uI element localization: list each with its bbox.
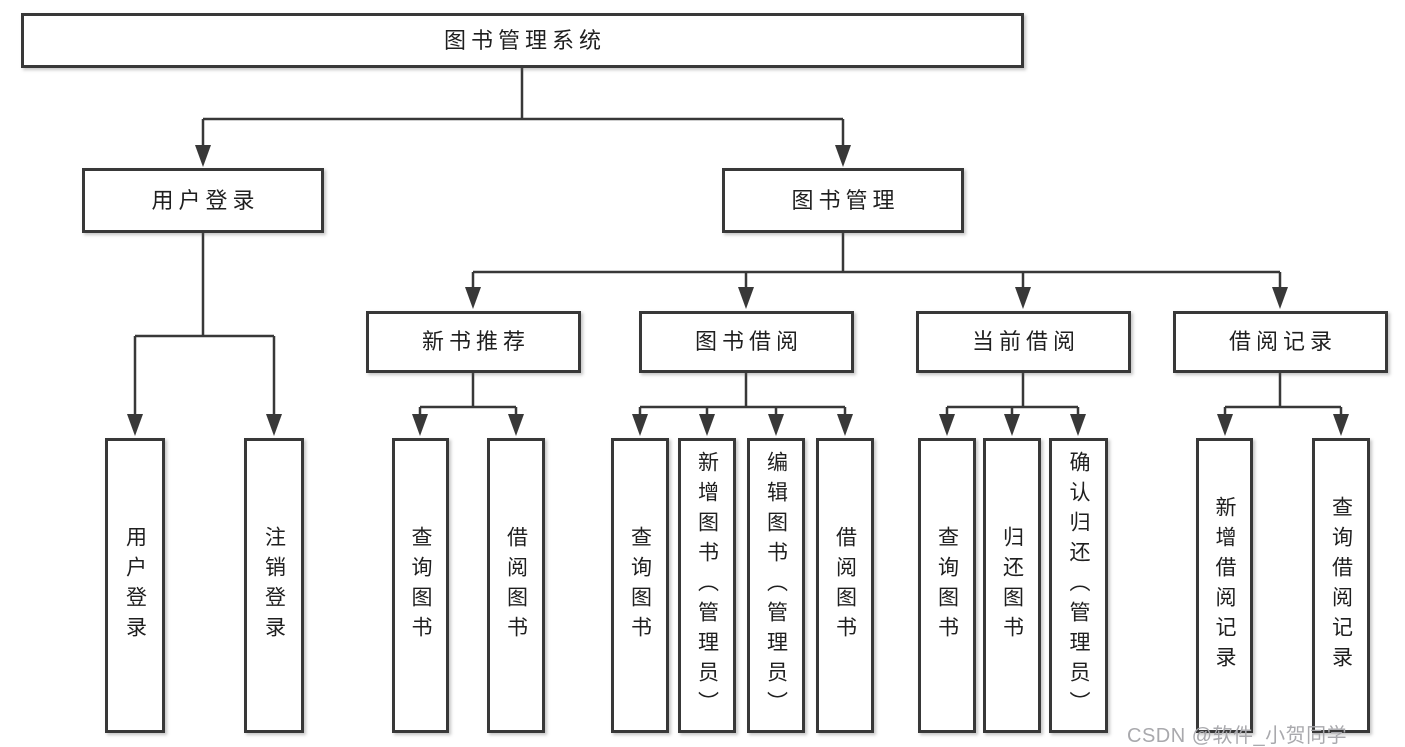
arrowhead-icon — [1333, 414, 1349, 436]
node-label: 用户登录 — [151, 187, 260, 213]
arrowhead-icon — [127, 414, 143, 436]
leaf-current-confirm-return-admin: 确认归还（管理员） — [1049, 438, 1108, 733]
node-label: 注销登录 — [262, 525, 287, 646]
arrowhead-icon — [738, 287, 754, 309]
arrowhead-icon — [632, 414, 648, 436]
arrowhead-icon — [508, 414, 524, 436]
leaf-borrowing-query-books: 查询图书 — [611, 438, 669, 733]
leaf-user-login: 用户登录 — [105, 438, 165, 733]
connector-line — [1223, 373, 1343, 420]
leaf-borrowing-borrow-books: 借阅图书 — [816, 438, 874, 733]
arrowhead-icon — [1004, 414, 1020, 436]
node-label: 归还图书 — [1000, 525, 1025, 646]
leaf-borrowing-add-books-admin: 新增图书（管理员） — [678, 438, 736, 733]
node-label: 图书借阅 — [694, 329, 803, 354]
node-current-borrowing: 当前借阅 — [916, 311, 1131, 373]
connector-line — [418, 373, 518, 420]
node-label: 新书推荐 — [421, 329, 530, 354]
node-label: 图书管理系统 — [443, 27, 606, 53]
arrowhead-icon — [1015, 287, 1031, 309]
node-library-system: 图书管理系统 — [21, 13, 1024, 68]
arrowhead-icon — [465, 287, 481, 309]
node-book-borrowing: 图书借阅 — [639, 311, 854, 373]
arrowhead-icon — [699, 414, 715, 436]
arrowhead-icon — [768, 414, 784, 436]
connector-line — [133, 233, 276, 420]
node-label: 用户登录 — [123, 525, 148, 646]
node-label: 查询图书 — [935, 525, 960, 646]
node-book-management: 图书管理 — [722, 168, 964, 233]
node-label: 查询借阅记录 — [1329, 495, 1354, 676]
node-label: 确认归还（管理员） — [1067, 450, 1091, 721]
node-label: 图书管理 — [791, 187, 900, 213]
connector-line — [945, 373, 1080, 420]
connector-line — [201, 68, 845, 150]
arrowhead-icon — [837, 414, 853, 436]
arrowhead-icon — [195, 145, 211, 167]
leaf-current-return-books: 归还图书 — [983, 438, 1041, 733]
node-user-login: 用户登录 — [82, 168, 324, 233]
connector-line — [638, 373, 847, 420]
leaf-recommend-borrow-books: 借阅图书 — [487, 438, 545, 733]
node-label: 借阅图书 — [833, 525, 858, 646]
node-label: 新增图书（管理员） — [695, 450, 720, 721]
leaf-borrowing-edit-books-admin: 编辑图书（管理员） — [747, 438, 805, 733]
connector-line — [471, 233, 1282, 293]
node-label: 查询图书 — [409, 525, 433, 646]
node-label: 借阅图书 — [504, 525, 529, 646]
arrowhead-icon — [266, 414, 282, 436]
node-borrowing-records: 借阅记录 — [1173, 311, 1388, 373]
node-label: 查询图书 — [628, 525, 653, 646]
leaf-records-add-borrow-record: 新增借阅记录 — [1196, 438, 1253, 733]
leaf-recommend-query-books: 查询图书 — [392, 438, 449, 733]
node-label: 当前借阅 — [971, 329, 1080, 354]
leaf-records-query-borrow-record: 查询借阅记录 — [1312, 438, 1370, 733]
node-label: 借阅记录 — [1228, 329, 1337, 354]
node-new-book-recommend: 新书推荐 — [366, 311, 581, 373]
arrowhead-icon — [939, 414, 955, 436]
leaf-logout: 注销登录 — [244, 438, 304, 733]
csdn-watermark: CSDN @软件_小贺同学 — [1127, 725, 1348, 747]
arrowhead-icon — [835, 145, 851, 167]
node-label: 编辑图书（管理员） — [764, 450, 789, 721]
arrowhead-icon — [1070, 414, 1086, 436]
arrowhead-icon — [1217, 414, 1233, 436]
arrowhead-icon — [1272, 287, 1288, 309]
arrowhead-icon — [412, 414, 428, 436]
node-label: 新增借阅记录 — [1213, 495, 1237, 676]
leaf-current-query-books: 查询图书 — [918, 438, 976, 733]
